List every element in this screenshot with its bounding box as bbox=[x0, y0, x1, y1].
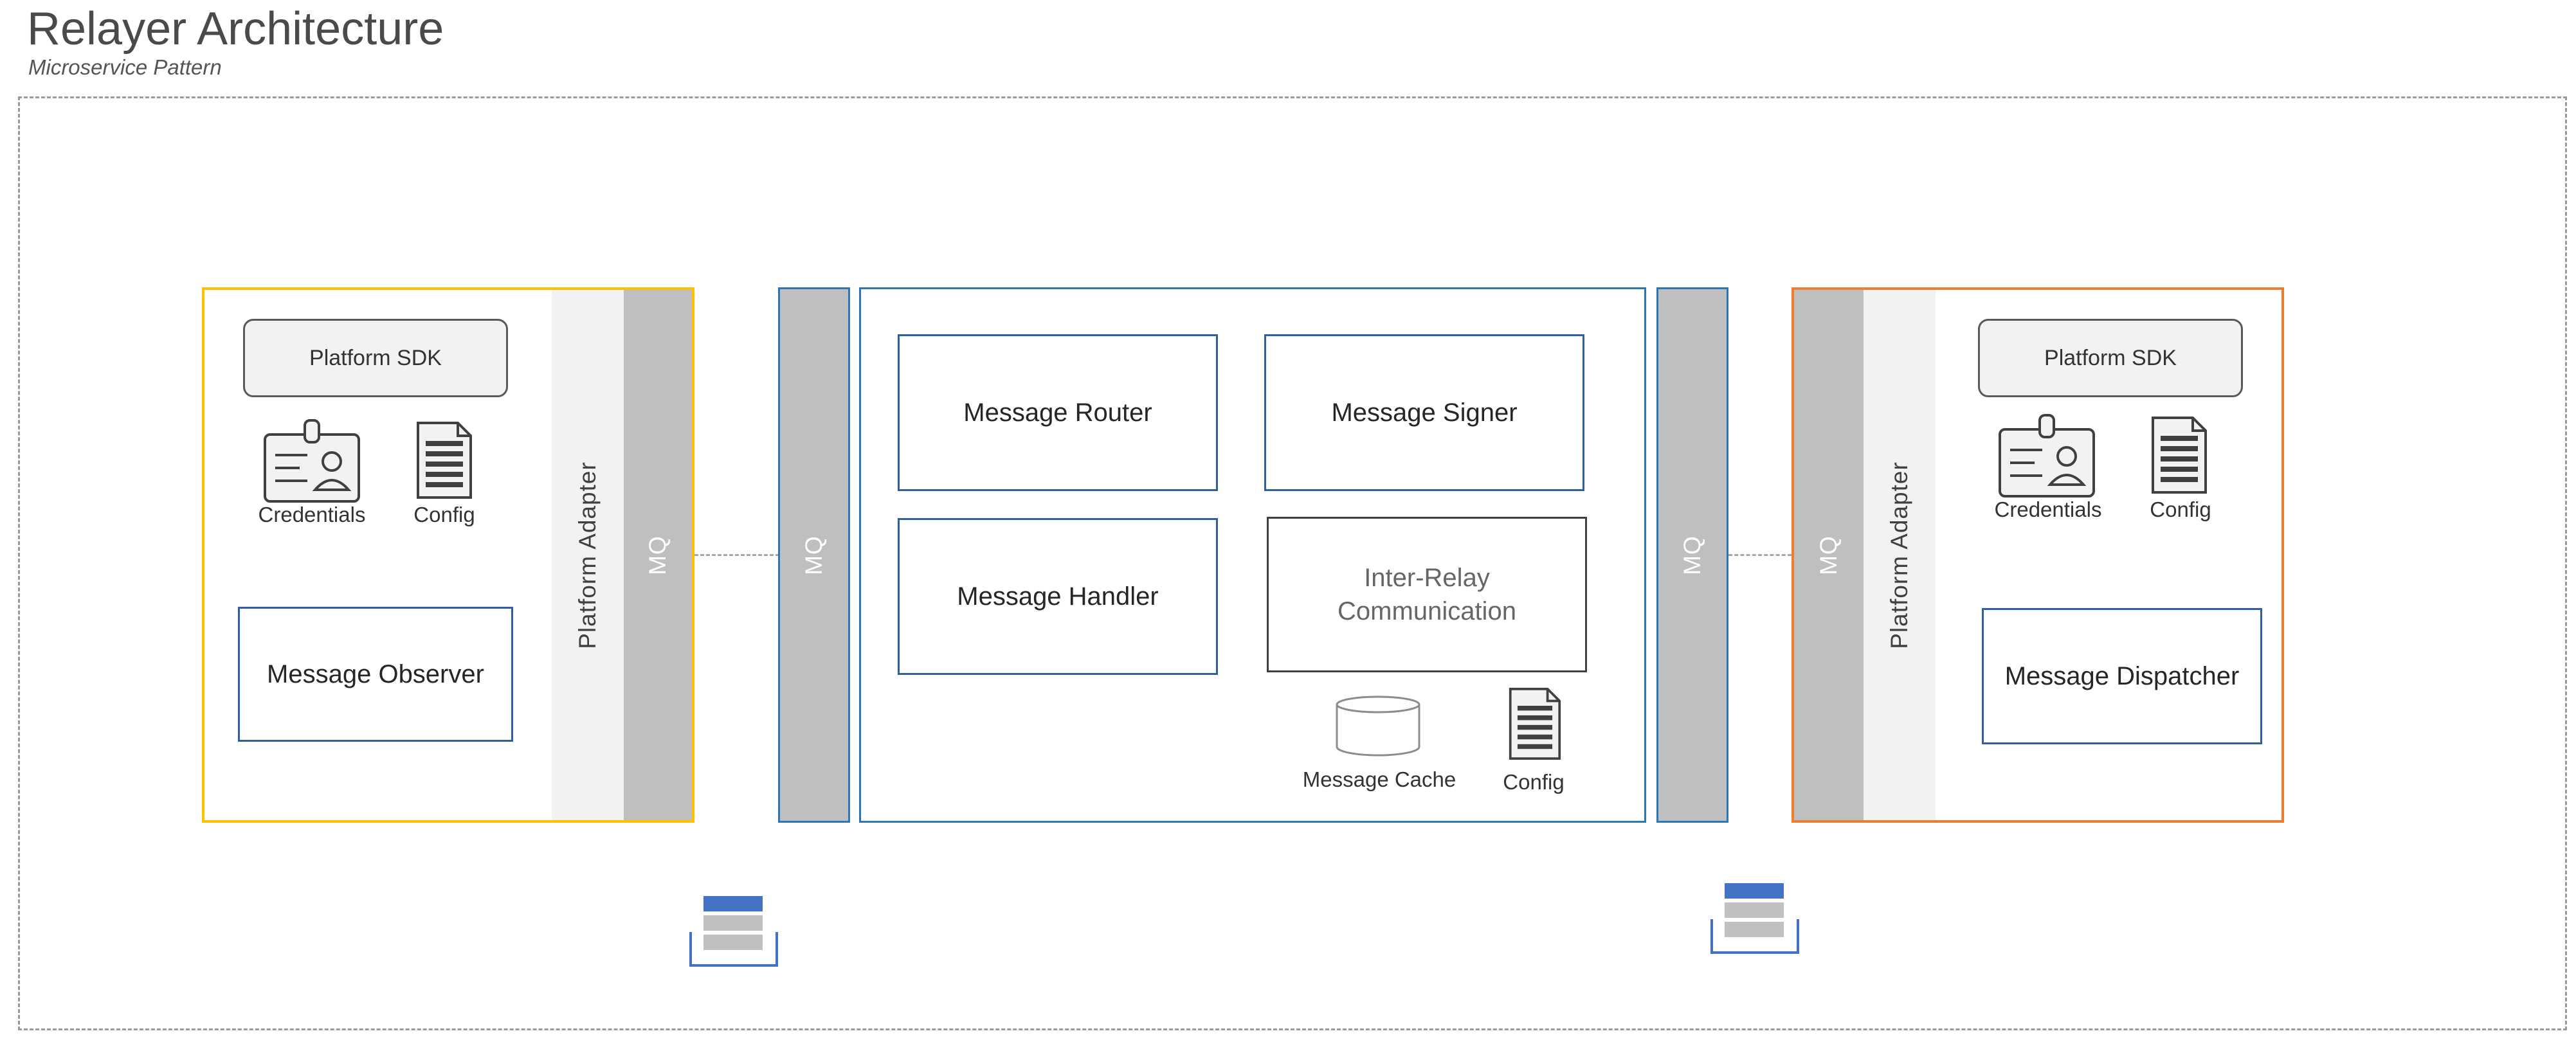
message-dispatcher-box: Message Dispatcher bbox=[1982, 608, 2262, 744]
platform-adapter-right-label: Platform Adapter bbox=[1886, 461, 1912, 649]
mq-center-left-label: MQ bbox=[801, 535, 827, 575]
queue-icon bbox=[1710, 883, 1799, 954]
platform-adapter-left: Platform Adapter bbox=[552, 290, 624, 820]
message-signer-box: Message Signer bbox=[1264, 334, 1584, 491]
mq-bar-center-right: MQ bbox=[1656, 287, 1728, 823]
relayer-core-panel bbox=[859, 287, 1646, 823]
platform-sdk-right: Platform SDK bbox=[1978, 319, 2243, 397]
mq-bar-right-panel: MQ bbox=[1794, 290, 1864, 820]
credentials-left-label: Credentials bbox=[258, 503, 366, 526]
id-badge-icon bbox=[264, 419, 360, 503]
config-left-label: Config bbox=[413, 503, 475, 526]
config-right-label: Config bbox=[2150, 498, 2211, 521]
message-cache-label: Message Cache bbox=[1302, 767, 1456, 791]
message-observer-box: Message Observer bbox=[238, 607, 513, 742]
document-icon bbox=[1509, 688, 1561, 760]
dispatcher-service-panel bbox=[1791, 287, 2284, 823]
mq-link-left bbox=[694, 554, 779, 556]
document-icon bbox=[417, 422, 472, 499]
inter-relay-communication-box: Inter-Relay Communication bbox=[1267, 517, 1587, 672]
platform-adapter-right: Platform Adapter bbox=[1864, 290, 1936, 820]
database-icon bbox=[1336, 695, 1420, 757]
page-subtitle: Microservice Pattern bbox=[28, 55, 222, 79]
observer-service-panel bbox=[202, 287, 694, 823]
message-router-box: Message Router bbox=[898, 334, 1218, 491]
id-badge-icon bbox=[1999, 414, 2095, 498]
document-icon bbox=[2152, 417, 2207, 494]
system-boundary bbox=[18, 96, 2567, 1030]
mq-link-right bbox=[1728, 554, 1791, 556]
mq-bar-center-left: MQ bbox=[778, 287, 850, 823]
credentials-right-label: Credentials bbox=[1994, 498, 2102, 521]
platform-sdk-left: Platform SDK bbox=[243, 319, 508, 397]
message-handler-box: Message Handler bbox=[898, 518, 1218, 675]
page-title: Relayer Architecture bbox=[27, 3, 444, 55]
config-center-label: Config bbox=[1503, 770, 1565, 794]
platform-adapter-left-label: Platform Adapter bbox=[574, 461, 601, 649]
mq-left-panel-label: MQ bbox=[644, 535, 671, 575]
queue-icon bbox=[689, 896, 778, 967]
mq-center-right-label: MQ bbox=[1679, 535, 1705, 575]
mq-bar-left-panel: MQ bbox=[624, 290, 692, 820]
mq-right-panel-label: MQ bbox=[1815, 535, 1842, 575]
